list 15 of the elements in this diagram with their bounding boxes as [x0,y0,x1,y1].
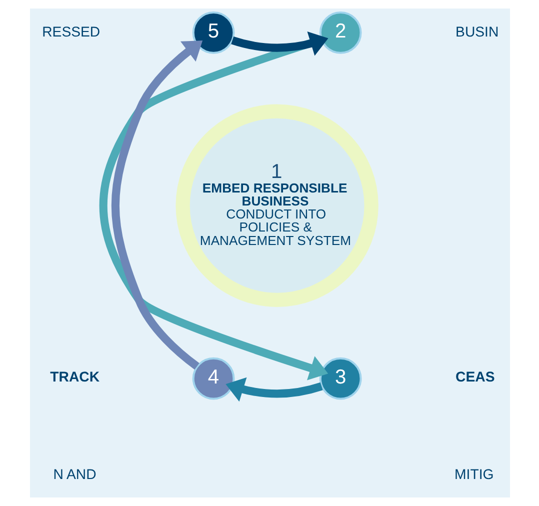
node-circle: 3 [318,357,362,400]
arrow [110,40,202,370]
node-circle: 4 [192,357,234,400]
arrow [230,32,328,56]
arrow [98,36,328,380]
node-circle: 2 [318,11,362,54]
label: BUSIN [455,23,498,40]
node-circle: 5 [192,11,234,54]
label: TRACK [50,368,100,384]
label: RESSED [42,23,100,40]
node-circle: 1 EMBED RESPONSIBLE BUSINESS CONDUCT INTO POLICIES & MANAGEMENT SYSTEM [175,104,378,307]
arrow [225,377,322,402]
label: CEAS [455,368,494,384]
label: N AND [52,466,96,482]
label: MITIG [454,466,494,482]
